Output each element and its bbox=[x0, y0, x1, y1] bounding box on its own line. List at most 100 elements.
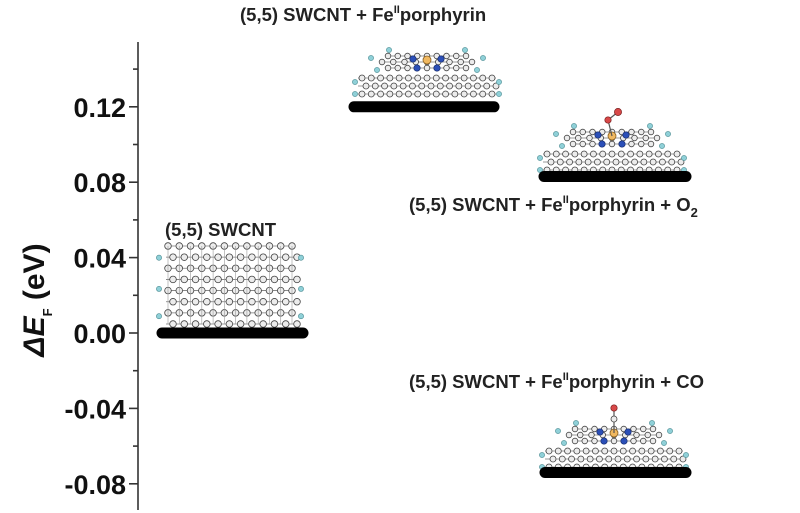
y-tick-labels: 0.120.080.040.00-0.04-0.08 bbox=[64, 93, 126, 500]
carbon-atom bbox=[554, 447, 562, 455]
carbon-atom bbox=[259, 253, 267, 261]
nitrogen-atom bbox=[600, 437, 608, 445]
carbon-atom bbox=[225, 253, 234, 261]
carbon-atom bbox=[453, 52, 460, 60]
carbon-atom bbox=[647, 447, 655, 455]
hydrogen-atom bbox=[496, 79, 502, 85]
carbon-atom bbox=[443, 64, 450, 72]
carbon-atom bbox=[581, 425, 588, 433]
carbon-atom bbox=[675, 447, 683, 455]
y-tick-label: 0.04 bbox=[73, 244, 126, 274]
carbon-atom bbox=[270, 275, 279, 284]
carbon-atom bbox=[661, 455, 668, 463]
carbon-atom bbox=[577, 431, 584, 439]
carbon-atom bbox=[203, 275, 211, 284]
carbon-atom bbox=[248, 275, 256, 284]
carbon-atom bbox=[180, 275, 188, 284]
level-label-main: (5,5) SWCNT bbox=[165, 219, 277, 240]
nitrogen-atom bbox=[596, 428, 604, 436]
carbon-atom bbox=[405, 90, 412, 98]
level-label-superscript: II bbox=[563, 371, 569, 383]
carbon-atom bbox=[608, 150, 616, 158]
carbon-atom bbox=[610, 415, 618, 423]
carbon-atom bbox=[552, 150, 560, 158]
carbon-atom bbox=[653, 134, 661, 142]
carbon-atom bbox=[214, 320, 222, 328]
carbon-atom bbox=[442, 74, 449, 82]
level-label-superscript: II bbox=[394, 4, 400, 16]
carbon-atom bbox=[248, 298, 256, 306]
carbon-atom bbox=[395, 74, 403, 82]
carbon-atom bbox=[627, 150, 634, 158]
carbon-atom bbox=[666, 447, 674, 455]
carbon-atom bbox=[638, 447, 646, 455]
hydrogen-atom bbox=[156, 313, 162, 320]
carbon-atom bbox=[404, 52, 411, 60]
carbon-atom bbox=[488, 90, 496, 98]
carbon-atom bbox=[470, 90, 477, 98]
carbon-atom bbox=[628, 140, 635, 148]
carbon-atom bbox=[399, 82, 407, 90]
level-label-superscript: II bbox=[563, 194, 569, 206]
carbon-atom bbox=[414, 90, 422, 98]
level-label-rest: porphyrin + O bbox=[569, 194, 691, 215]
carbon-atom bbox=[203, 253, 211, 261]
carbon-atom bbox=[596, 455, 603, 463]
carbon-atom bbox=[270, 320, 279, 328]
carbon-atom bbox=[592, 447, 599, 455]
carbon-atom bbox=[409, 82, 416, 90]
hydrogen-atom bbox=[681, 155, 687, 161]
carbon-atom bbox=[584, 158, 592, 166]
energy-level-label: (5,5) SWCNT + FeIIporphyrin + O2 bbox=[409, 194, 698, 220]
carbon-atom bbox=[418, 82, 426, 90]
carbon-atom bbox=[647, 140, 655, 148]
carbon-atom bbox=[591, 425, 598, 433]
hydrogen-atom bbox=[553, 131, 559, 137]
hydrogen-atom bbox=[559, 143, 565, 149]
carbon-atom bbox=[451, 90, 459, 98]
energy-level-label: (5,5) SWCNT + FeIIporphyrin bbox=[240, 4, 486, 25]
hydrogen-atom bbox=[573, 420, 579, 426]
carbon-atom bbox=[293, 320, 301, 328]
carbon-atom bbox=[259, 320, 267, 328]
carbon-atom bbox=[236, 298, 245, 306]
carbon-atom bbox=[468, 58, 476, 66]
hydrogen-atom bbox=[480, 55, 486, 61]
carbon-atom bbox=[169, 275, 177, 284]
carbon-atom bbox=[638, 140, 645, 148]
carbon-atom bbox=[647, 128, 655, 136]
carbon-atom bbox=[562, 150, 569, 158]
hydrogen-atom bbox=[659, 143, 665, 149]
hydrogen-atom bbox=[647, 123, 653, 129]
carbon-atom bbox=[464, 82, 472, 90]
carbon-atom bbox=[630, 425, 637, 433]
carbon-atom bbox=[571, 150, 579, 158]
porphyrin-structure bbox=[539, 404, 689, 471]
carbon-atom bbox=[679, 455, 687, 463]
carbon-atom bbox=[588, 431, 595, 439]
energy-level-group: (5,5) SWCNT + FeIIporphyrin + O2 bbox=[409, 108, 698, 220]
hydrogen-atom bbox=[474, 67, 480, 73]
carbon-atom bbox=[631, 134, 638, 142]
level-label-rest: porphyrin bbox=[400, 4, 486, 25]
carbon-atom bbox=[590, 150, 597, 158]
carbon-atom bbox=[651, 455, 659, 463]
carbon-atom bbox=[573, 447, 581, 455]
nitrogen-atom bbox=[433, 64, 441, 72]
y-tick-label: 0.08 bbox=[73, 168, 126, 198]
carbon-atom bbox=[169, 253, 177, 261]
carbon-atom bbox=[492, 82, 500, 90]
carbon-atom bbox=[582, 447, 590, 455]
carbon-atom bbox=[633, 431, 640, 439]
carbon-atom bbox=[483, 82, 491, 90]
carbon-atom bbox=[401, 58, 408, 66]
carbon-atom bbox=[617, 150, 625, 158]
carbon-atom bbox=[384, 64, 392, 72]
hydrogen-atom bbox=[537, 167, 543, 173]
carbon-atom bbox=[633, 455, 640, 463]
carbon-atom bbox=[236, 253, 245, 261]
carbon-atom bbox=[236, 320, 245, 328]
carbon-atom bbox=[225, 298, 234, 306]
carbon-atom bbox=[460, 74, 468, 82]
carbon-atom bbox=[655, 150, 662, 158]
